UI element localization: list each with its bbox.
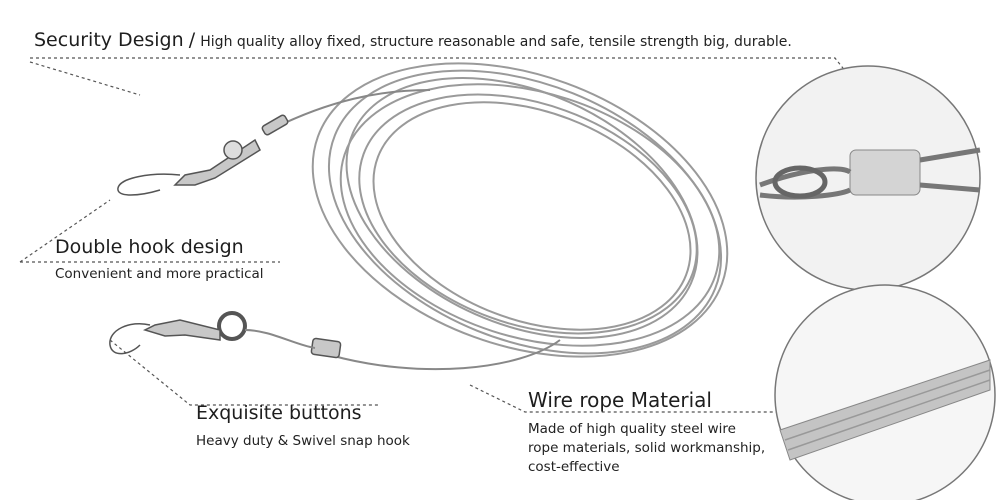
wire-rope-desc-line: cost-effective (528, 459, 620, 475)
wire-rope-title: Wire rope Material (528, 388, 712, 412)
detail-circle-bottom (774, 284, 996, 500)
wire-rope-desc: Made of high quality steel wire rope mat… (528, 420, 765, 477)
wire-rope-desc-line: Made of high quality steel wire (528, 421, 736, 437)
double-hook-title: Double hook design (55, 236, 244, 258)
snap-hook-top-icon (117, 114, 289, 196)
snap-hook-bottom-icon (109, 311, 342, 359)
wire-rope-desc-line: rope materials, solid workmanship, (528, 440, 766, 456)
callout-lines (19, 57, 861, 413)
security-design-callout: Security Design / High quality alloy fix… (34, 29, 792, 51)
exquisite-buttons-desc: Heavy duty & Swivel snap hook (196, 433, 410, 449)
security-design-desc: High quality alloy fixed, structure reas… (200, 34, 792, 50)
wire-coil-icon (269, 62, 729, 371)
exquisite-buttons-title: Exquisite buttons (196, 402, 362, 424)
double-hook-desc: Convenient and more practical (55, 266, 264, 282)
separator: / (188, 29, 196, 51)
security-design-title: Security Design (34, 29, 184, 51)
detail-circle-top (755, 65, 981, 291)
